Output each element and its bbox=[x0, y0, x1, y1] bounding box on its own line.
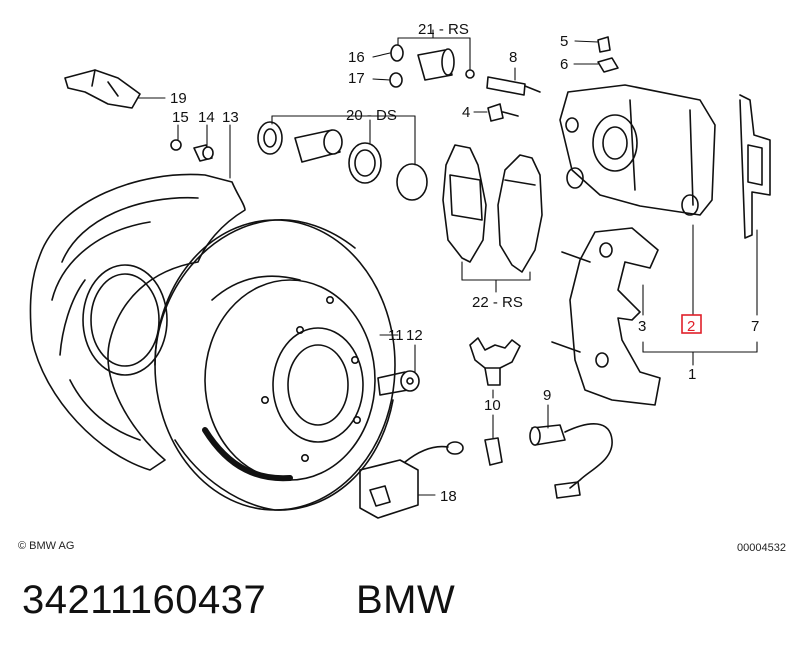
callout-18[interactable]: 18 bbox=[440, 488, 457, 505]
callout-5[interactable]: 5 bbox=[560, 33, 568, 50]
brand-name: BMW bbox=[356, 578, 456, 622]
brake-caliper bbox=[559, 84, 716, 216]
callout-13[interactable]: 13 bbox=[222, 109, 239, 126]
copyright-notice: © BMW AG bbox=[18, 540, 75, 552]
seal-kit-20 bbox=[257, 121, 428, 201]
wear-sensor-9 bbox=[529, 423, 613, 499]
callout-11[interactable]: 11 bbox=[388, 327, 404, 344]
clip-19 bbox=[64, 69, 141, 109]
callout-22[interactable]: 22 - RS bbox=[472, 294, 523, 311]
callout-17[interactable]: 17 bbox=[348, 70, 365, 87]
callout-8[interactable]: 8 bbox=[509, 49, 517, 66]
brake-disc bbox=[154, 218, 396, 511]
callout-4[interactable]: 4 bbox=[462, 104, 470, 121]
clip-15 bbox=[170, 139, 182, 151]
callout-7[interactable]: 7 bbox=[751, 318, 759, 335]
dust-shield bbox=[29, 173, 246, 471]
part-number: 34211160437 bbox=[22, 578, 267, 622]
anti-rattle-spring-7 bbox=[739, 94, 771, 239]
bolt-4 bbox=[487, 103, 519, 122]
diagram-reference-number: 00004532 bbox=[737, 542, 786, 554]
guide-kit-21 bbox=[389, 44, 475, 88]
highlight-box bbox=[681, 314, 702, 334]
callout-9[interactable]: 9 bbox=[543, 387, 551, 404]
callout-15[interactable]: 15 bbox=[172, 109, 189, 126]
callout-19[interactable]: 19 bbox=[170, 90, 187, 107]
guide-bolt-8 bbox=[486, 76, 541, 96]
brake-pads-22 bbox=[442, 144, 543, 273]
callout-12[interactable]: 12 bbox=[406, 327, 423, 344]
holder-10 bbox=[469, 337, 521, 466]
leader-lines bbox=[137, 29, 758, 496]
callout-16[interactable]: 16 bbox=[348, 49, 365, 66]
bolt-12 bbox=[377, 370, 420, 396]
screw-14 bbox=[193, 144, 214, 162]
callout-labels: 19 15 14 13 20 - DS 16 17 21 - RS 8 4 5 … bbox=[170, 21, 759, 505]
callout-1[interactable]: 1 bbox=[688, 366, 696, 383]
callout-20[interactable]: 20 - DS bbox=[346, 107, 397, 124]
callout-6[interactable]: 6 bbox=[560, 56, 568, 73]
callout-3[interactable]: 3 bbox=[638, 318, 646, 335]
callout-21[interactable]: 21 - RS bbox=[418, 21, 469, 38]
callout-10[interactable]: 10 bbox=[484, 397, 501, 414]
wear-indicator-18 bbox=[359, 441, 464, 519]
callout-2[interactable]: 2 bbox=[687, 318, 695, 335]
caliper-carrier bbox=[551, 227, 661, 406]
bleeder-valve-5 bbox=[597, 36, 611, 53]
cap-6 bbox=[597, 57, 619, 73]
callout-14[interactable]: 14 bbox=[198, 109, 215, 126]
